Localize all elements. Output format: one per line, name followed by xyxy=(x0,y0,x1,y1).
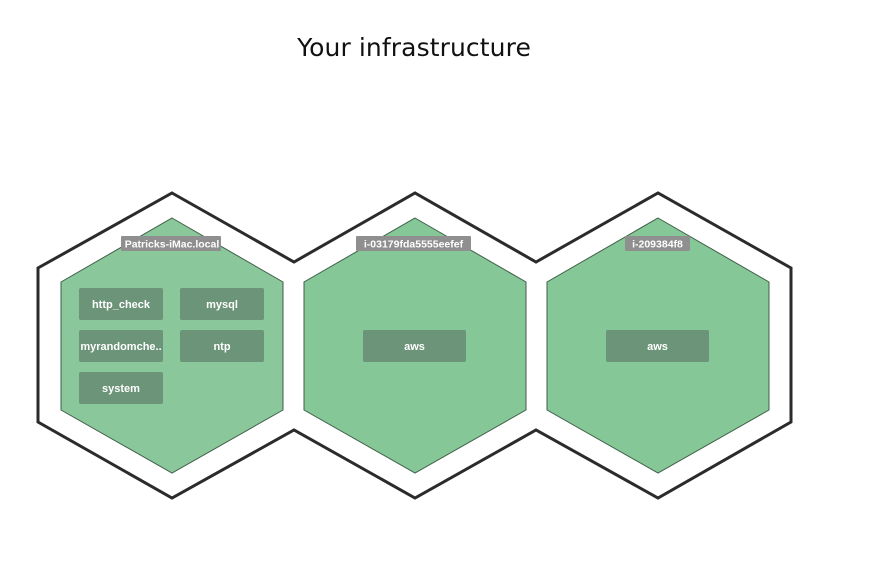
host-hexagon[interactable]: i-209384f8 aws xyxy=(546,217,770,474)
host-label-background xyxy=(121,236,221,251)
check-button[interactable]: aws xyxy=(363,330,466,362)
check-label: http_check xyxy=(92,299,151,311)
host-hexagon-shape xyxy=(60,217,284,474)
host-label-background xyxy=(625,236,690,251)
check-label: aws xyxy=(404,341,425,353)
check-button[interactable]: mysql xyxy=(180,288,264,320)
host-label: i-03179fda5555eefef xyxy=(364,239,464,251)
check-label: system xyxy=(102,383,140,395)
check-label: aws xyxy=(647,341,668,353)
host-label: Patricks-iMac.local xyxy=(125,239,220,251)
check-label: ntp xyxy=(213,341,230,353)
check-button[interactable]: system xyxy=(79,372,163,404)
page-title: Your infrastructure xyxy=(297,33,531,62)
host-hexagon[interactable]: i-03179fda5555eefef aws xyxy=(303,217,527,474)
host-label: i-209384f8 xyxy=(632,239,683,251)
host-hexagon[interactable]: Patricks-iMac.local http_check mysql myr… xyxy=(60,217,284,474)
cluster-outline xyxy=(36,191,793,500)
check-button[interactable]: aws xyxy=(606,330,709,362)
check-label: mysql xyxy=(206,299,238,311)
check-label: myrandomche.. xyxy=(80,341,161,353)
check-button[interactable]: ntp xyxy=(180,330,264,362)
check-button[interactable]: http_check xyxy=(79,288,163,320)
check-button[interactable]: myrandomche.. xyxy=(79,330,163,362)
host-label-background xyxy=(356,236,471,251)
